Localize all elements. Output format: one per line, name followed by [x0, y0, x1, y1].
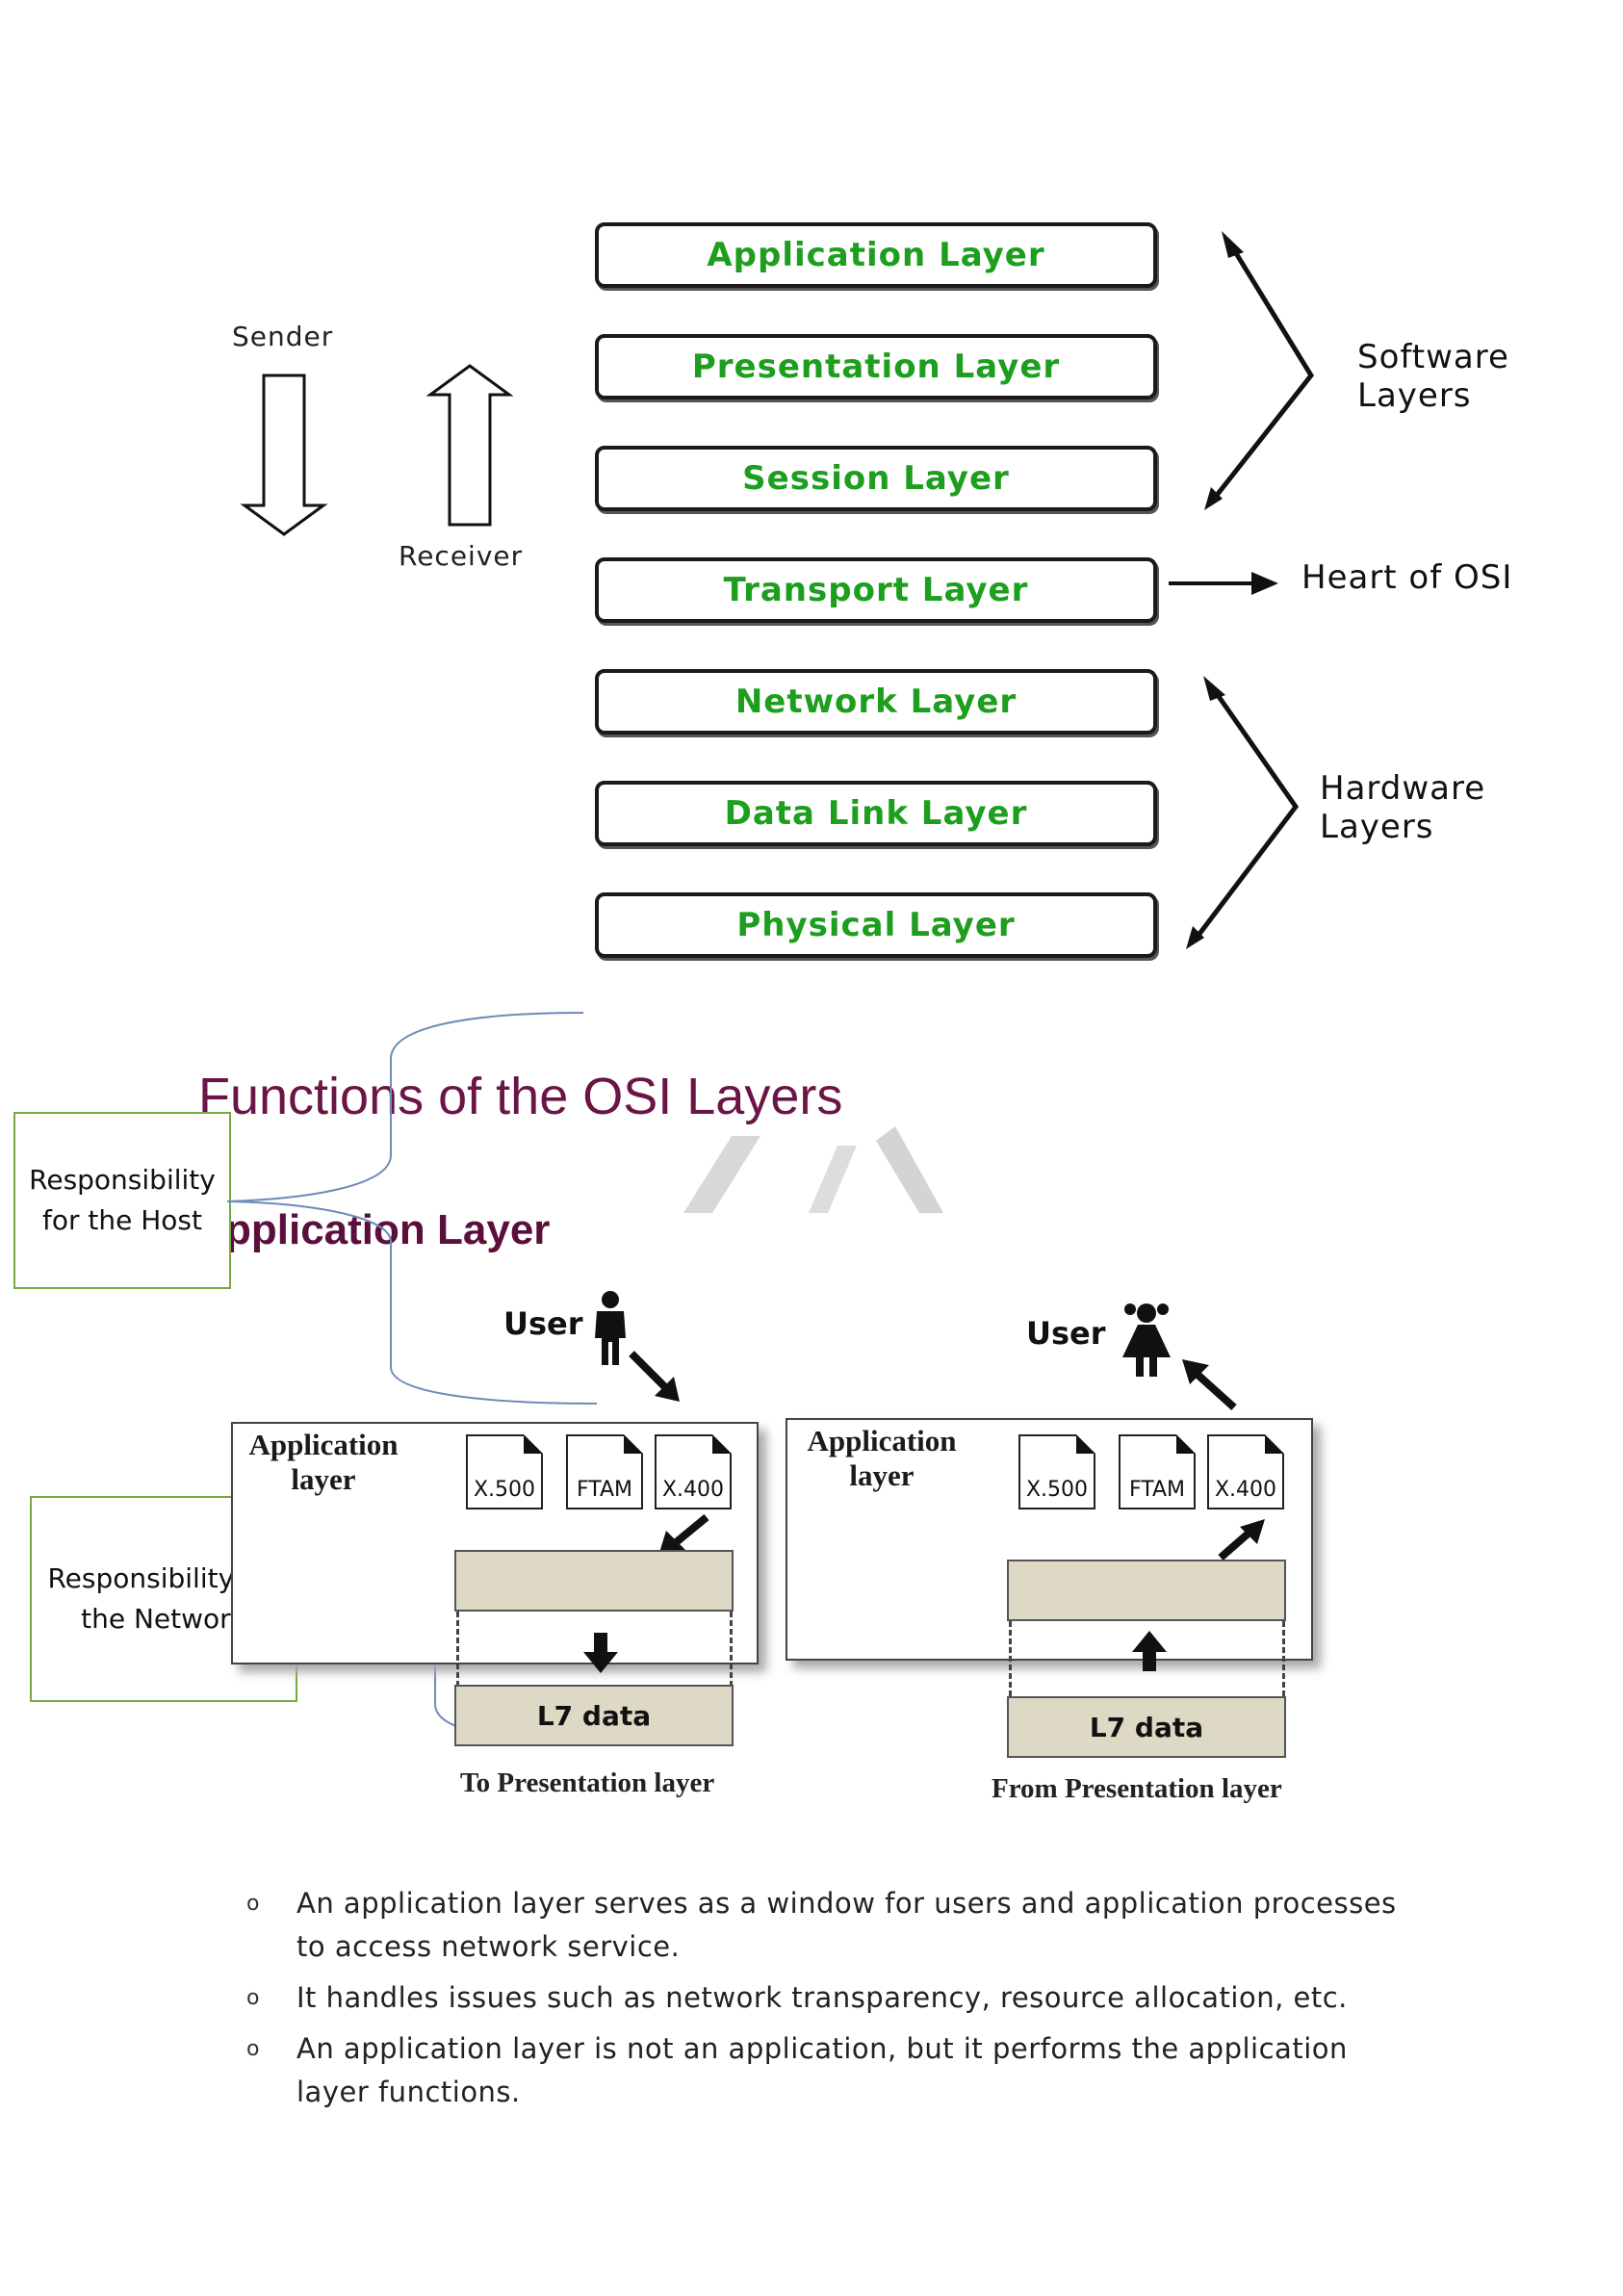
arrow-down-icon [583, 1633, 618, 1673]
bullet-item: o An application layer is not an applica… [239, 2027, 1413, 2114]
panel-title-left: Application layer [239, 1428, 408, 1497]
software-layers-text: Software Layers [1357, 338, 1509, 415]
osi-layer-transport: Transport Layer [595, 557, 1157, 623]
sender-label: Sender [232, 321, 334, 352]
osi-arrows [240, 231, 1315, 949]
receiver-up-arrow [425, 364, 514, 527]
user-label-right: User [1026, 1315, 1106, 1352]
callout-host: Responsibility for the Host [13, 1112, 231, 1289]
arrow-down-left-icon [658, 1513, 709, 1556]
section-title: Functions of the OSI Layers [198, 1068, 843, 1125]
bullet-item: o It handles issues such as network tran… [239, 1976, 1413, 2020]
panel-title-left-text: Application layer [248, 1428, 399, 1496]
doc-x500-right: X.500 [1018, 1434, 1095, 1509]
host-brace [226, 1012, 598, 1405]
panel-title-right-text: Application layer [807, 1424, 957, 1492]
doc-x400-right: X.400 [1207, 1434, 1284, 1509]
software-bracket-icon [1209, 239, 1315, 504]
l7-data-left: L7 data [454, 1685, 734, 1746]
arrow-up-left-icon [1182, 1359, 1237, 1410]
sender-down-arrow [240, 374, 328, 536]
bullet-text: It handles issues such as network transp… [296, 1981, 1348, 2014]
arrow-up-right-icon [1218, 1519, 1265, 1561]
software-layers-label: Software Layers [1357, 338, 1509, 415]
dash-line-left-b [730, 1612, 733, 1687]
sub-title: pplication Layer [225, 1206, 551, 1253]
hardware-layers-label: Hardware Layers [1320, 769, 1485, 846]
heart-of-osi-label: Heart of OSI [1301, 558, 1513, 597]
arrow-down-right-icon [629, 1351, 680, 1402]
caption-right: From Presentation layer [992, 1773, 1282, 1804]
protocol-band-left [454, 1550, 734, 1612]
dash-line-left-a [456, 1612, 459, 1687]
panel-title-right: Application layer [797, 1424, 966, 1493]
osi-layer-physical: Physical Layer [595, 892, 1157, 958]
hardware-bracket-icon [1192, 684, 1300, 943]
bullet-marker: o [246, 2037, 260, 2061]
user-male-icon [595, 1291, 626, 1365]
protocol-band-right [1007, 1560, 1286, 1621]
osi-layer-application: Application Layer [595, 222, 1157, 288]
user-female-icon [1122, 1303, 1171, 1377]
bullet-text: An application layer is not an applicati… [296, 2032, 1348, 2108]
doc-ftam-left: FTAM [566, 1434, 643, 1509]
bullet-text: An application layer serves as a window … [296, 1887, 1397, 1963]
doc-ftam-right: FTAM [1119, 1434, 1196, 1509]
dash-line-right-a [1009, 1621, 1012, 1696]
watermark-fragment [683, 1126, 943, 1213]
bullet-list: o An application layer serves as a windo… [239, 1882, 1413, 2122]
osi-layer-network: Network Layer [595, 669, 1157, 735]
dash-line-right-b [1282, 1621, 1285, 1696]
l7-data-right: L7 data [1007, 1696, 1286, 1758]
receiver-label: Receiver [399, 540, 524, 572]
caption-left: To Presentation layer [460, 1767, 715, 1798]
bullet-marker: o [246, 1986, 260, 2010]
bullet-marker: o [246, 1892, 260, 1916]
hardware-layers-text: Hardware Layers [1320, 769, 1486, 846]
user-label-left: User [503, 1305, 583, 1342]
arrow-up-icon [1132, 1631, 1167, 1671]
osi-layer-session: Session Layer [595, 446, 1157, 511]
bullet-item: o An application layer serves as a windo… [239, 1882, 1413, 1969]
doc-x500-left: X.500 [466, 1434, 543, 1509]
callout-host-text: Responsibility for the Host [29, 1164, 216, 1236]
osi-layer-presentation: Presentation Layer [595, 334, 1157, 400]
osi-layer-data-link: Data Link Layer [595, 781, 1157, 846]
doc-x400-left: X.400 [655, 1434, 732, 1509]
